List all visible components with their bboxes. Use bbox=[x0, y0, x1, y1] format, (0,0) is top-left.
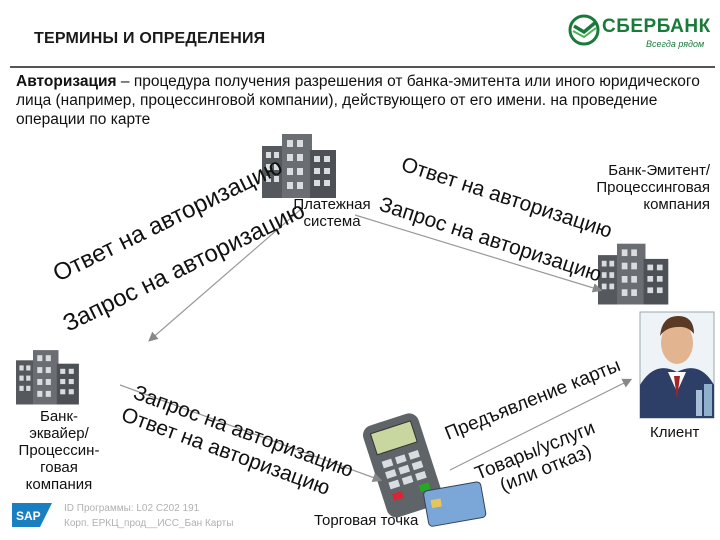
card-present-label: Предъявление карты bbox=[442, 355, 624, 445]
connector-line bbox=[119, 384, 383, 483]
payment-system-line2: система bbox=[303, 213, 361, 230]
acquirer-building-icon bbox=[16, 350, 79, 405]
definition-term: Авторизация bbox=[16, 73, 117, 90]
client-label: Клиент bbox=[650, 424, 700, 441]
svg-text:SAP: SAP bbox=[16, 509, 41, 523]
definition-text: – процедура получения разрешения от банк… bbox=[16, 73, 700, 128]
definition: Авторизация – процедура получения разреш… bbox=[16, 72, 706, 129]
payment-system-label: Платежная система bbox=[282, 196, 382, 230]
merchant-label: Торговая точка bbox=[314, 512, 419, 529]
acquirer-line1: Банк- bbox=[39, 408, 79, 425]
issuer-label: Банк-Эмитент/ Процессинговая компания bbox=[560, 162, 710, 213]
bank-card-icon bbox=[423, 481, 487, 527]
acquirer-line2: эквайер/ bbox=[29, 425, 89, 442]
connector-line bbox=[148, 209, 301, 342]
client-person-icon bbox=[639, 311, 715, 419]
issuer-line1: Банк-Эмитент/ bbox=[608, 162, 710, 179]
footer-program-id: ID Программы: L02 C202 191 bbox=[64, 503, 200, 514]
sap-logo: SAP bbox=[12, 503, 52, 527]
acquirer-line4: говая bbox=[40, 459, 78, 476]
issuer-line3: компания bbox=[643, 196, 710, 213]
connector-line bbox=[449, 378, 633, 471]
pos-terminal-icon bbox=[362, 413, 443, 518]
header-divider bbox=[10, 66, 715, 68]
logo-name: СБЕРБАНК bbox=[602, 16, 711, 37]
sberbank-logo: СБЕРБАНК Всегда рядом bbox=[568, 10, 713, 54]
issuer-building-icon bbox=[598, 243, 669, 305]
connector-line bbox=[354, 214, 603, 293]
issuer-line2: Процессинговая bbox=[596, 179, 710, 196]
page-title: ТЕРМИНЫ И ОПРЕДЕЛЕНИЯ bbox=[34, 30, 266, 47]
acquirer-line5: компания bbox=[25, 476, 93, 493]
footer-course-id: Корп. ЕРКЦ_прод__ИСС_Бан Карты bbox=[64, 518, 234, 529]
logo-tagline: Всегда рядом bbox=[646, 39, 705, 49]
payment-system-line1: Платежная bbox=[293, 196, 371, 213]
acquirer-label: Банк- эквайер/ Процессин- говая компания bbox=[4, 408, 114, 493]
sberbank-logo-icon bbox=[568, 14, 600, 46]
acquirer-line3: Процессин- bbox=[18, 442, 100, 459]
